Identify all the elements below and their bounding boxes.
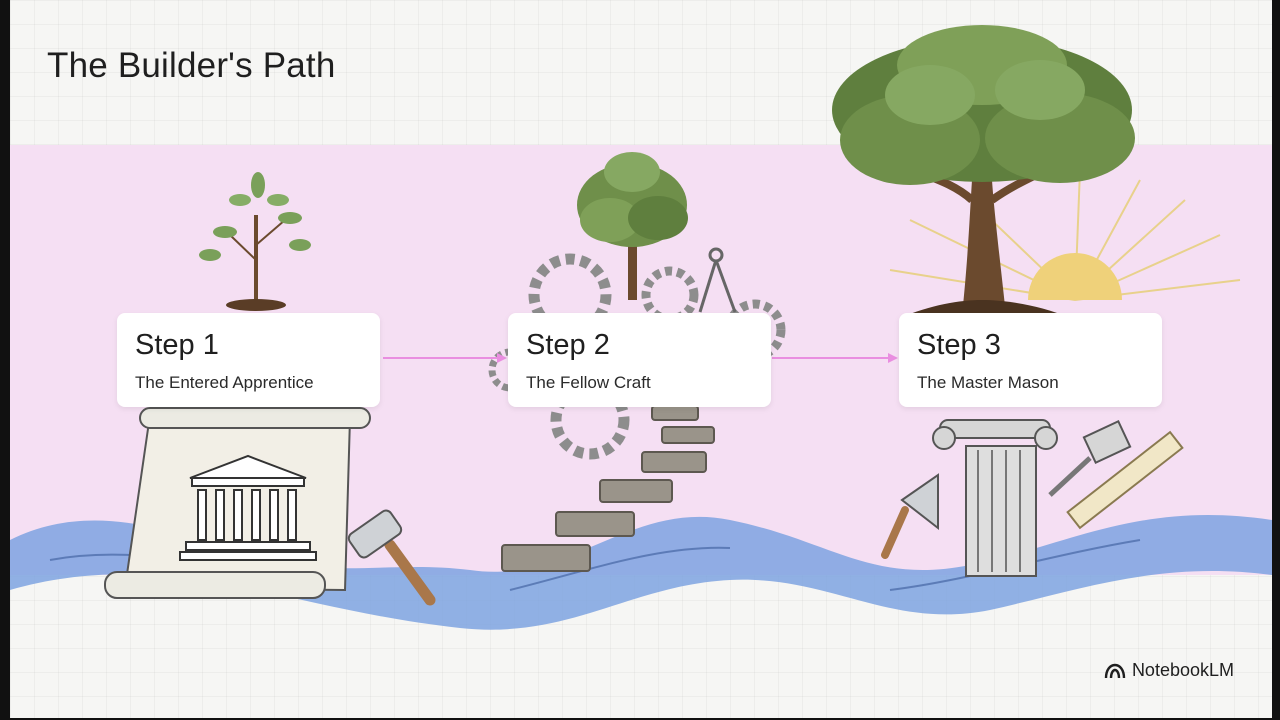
oak-tree-icon bbox=[832, 25, 1135, 318]
step-2-label: Step 2 bbox=[526, 329, 610, 361]
compass-icon bbox=[698, 247, 737, 313]
step-3-card: Step 3 The Master Mason bbox=[899, 313, 1162, 407]
trowel-icon bbox=[881, 473, 939, 559]
connector-arrow-2 bbox=[772, 353, 898, 363]
step-3-name: The Master Mason bbox=[917, 373, 1059, 392]
ionic-column-icon bbox=[932, 419, 1058, 577]
sapling-icon bbox=[199, 172, 311, 311]
notebooklm-brand: NotebookLM bbox=[1104, 660, 1234, 681]
slide: The Builder's Path bbox=[10, 0, 1272, 718]
step-3-label: Step 3 bbox=[917, 329, 1001, 361]
tree-small-icon bbox=[577, 152, 688, 300]
notebooklm-logo-icon bbox=[1104, 663, 1126, 678]
hammer-icon bbox=[1048, 419, 1132, 497]
river bbox=[10, 514, 1272, 630]
brand-name: NotebookLM bbox=[1131, 660, 1234, 680]
stepping-stones-icon bbox=[501, 405, 715, 572]
connector-arrow-1 bbox=[383, 353, 507, 363]
step-1-name: The Entered Apprentice bbox=[135, 373, 314, 392]
step-2-card: Step 2 The Fellow Craft bbox=[508, 313, 771, 407]
blueprint-scroll-icon bbox=[104, 407, 371, 599]
step-1-card: Step 1 The Entered Apprentice bbox=[117, 313, 380, 407]
sun-icon bbox=[889, 169, 1241, 301]
step-1-label: Step 1 bbox=[135, 329, 219, 361]
slide-title: The Builder's Path bbox=[47, 46, 336, 85]
illustration bbox=[10, 25, 1272, 630]
gavel-icon bbox=[347, 509, 436, 606]
ruler-icon bbox=[1066, 430, 1184, 530]
step-2-name: The Fellow Craft bbox=[526, 373, 651, 392]
